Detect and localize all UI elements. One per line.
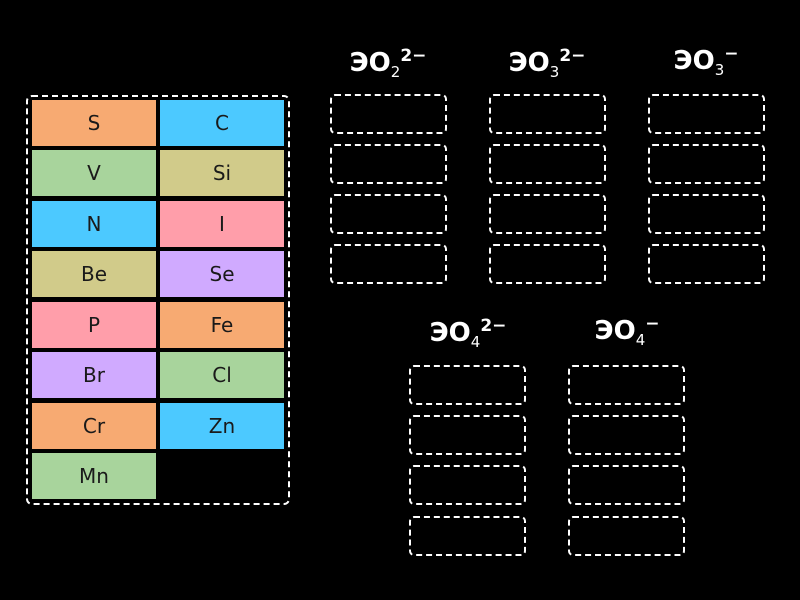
tile-fe[interactable]: Fe: [160, 302, 284, 348]
group-title-base: ЭО: [594, 316, 636, 346]
group-title-base: ЭО: [429, 318, 471, 348]
group-title-superscript: 2−: [559, 46, 586, 66]
drop-slot-eo4-2minus-2[interactable]: [409, 415, 526, 455]
drop-slot-eo4-minus-3[interactable]: [568, 465, 685, 505]
tile-cr[interactable]: Cr: [32, 403, 156, 449]
tile-cl[interactable]: Cl: [160, 352, 284, 398]
group-title-eo4-2minus: ЭО42−: [398, 318, 538, 350]
drop-slot-eo2-2minus-2[interactable]: [330, 144, 447, 184]
drop-slot-eo4-minus-1[interactable]: [568, 365, 685, 405]
tile-mn[interactable]: Mn: [32, 453, 156, 499]
group-title-superscript: 2−: [480, 316, 507, 336]
drop-slot-eo3-2minus-2[interactable]: [489, 144, 606, 184]
drop-slot-eo2-2minus-4[interactable]: [330, 244, 447, 284]
drop-slot-eo4-minus-4[interactable]: [568, 516, 685, 556]
drop-slot-eo2-2minus-3[interactable]: [330, 194, 447, 234]
group-title-superscript: 2−: [400, 46, 427, 66]
group-title-subscript: 4: [635, 331, 646, 349]
tile-p[interactable]: P: [32, 302, 156, 348]
tile-s[interactable]: S: [32, 100, 156, 146]
drop-slot-eo4-2minus-3[interactable]: [409, 465, 526, 505]
group-title-base: ЭО: [673, 46, 715, 76]
tile-n[interactable]: N: [32, 201, 156, 247]
group-title-subscript: 3: [549, 63, 560, 81]
group-title-superscript: −: [724, 44, 739, 64]
drop-slot-eo3-2minus-4[interactable]: [489, 244, 606, 284]
group-title-eo2-2minus: ЭО22−: [318, 48, 458, 80]
drop-slot-eo2-2minus-1[interactable]: [330, 94, 447, 134]
group-title-eo3-2minus: ЭО32−: [477, 48, 617, 80]
drop-slot-eo3-minus-3[interactable]: [648, 194, 765, 234]
drop-slot-eo3-minus-1[interactable]: [648, 94, 765, 134]
tile-zn[interactable]: Zn: [160, 403, 284, 449]
tile-be[interactable]: Be: [32, 251, 156, 297]
drop-slot-eo4-minus-2[interactable]: [568, 415, 685, 455]
drop-slot-eo3-2minus-3[interactable]: [489, 194, 606, 234]
drop-slot-eo4-2minus-4[interactable]: [409, 516, 526, 556]
tile-c[interactable]: C: [160, 100, 284, 146]
group-title-eo3-minus: ЭО3−: [636, 46, 776, 78]
tile-v[interactable]: V: [32, 150, 156, 196]
group-title-base: ЭО: [349, 48, 391, 78]
tile-bank: S C V Si N I Be Se P Fe Br Cl Cr Zn Mn: [26, 95, 290, 505]
group-title-superscript: −: [645, 314, 660, 334]
drop-slot-eo3-minus-4[interactable]: [648, 244, 765, 284]
drop-slot-eo4-2minus-1[interactable]: [409, 365, 526, 405]
group-title-base: ЭО: [508, 48, 550, 78]
drop-slot-eo3-2minus-1[interactable]: [489, 94, 606, 134]
tile-br[interactable]: Br: [32, 352, 156, 398]
tile-si[interactable]: Si: [160, 150, 284, 196]
drop-slot-eo3-minus-2[interactable]: [648, 144, 765, 184]
tile-i[interactable]: I: [160, 201, 284, 247]
group-title-subscript: 3: [714, 61, 725, 79]
group-title-eo4-minus: ЭО4−: [557, 316, 697, 348]
tile-se[interactable]: Se: [160, 251, 284, 297]
group-title-subscript: 4: [470, 333, 481, 351]
group-title-subscript: 2: [390, 63, 401, 81]
